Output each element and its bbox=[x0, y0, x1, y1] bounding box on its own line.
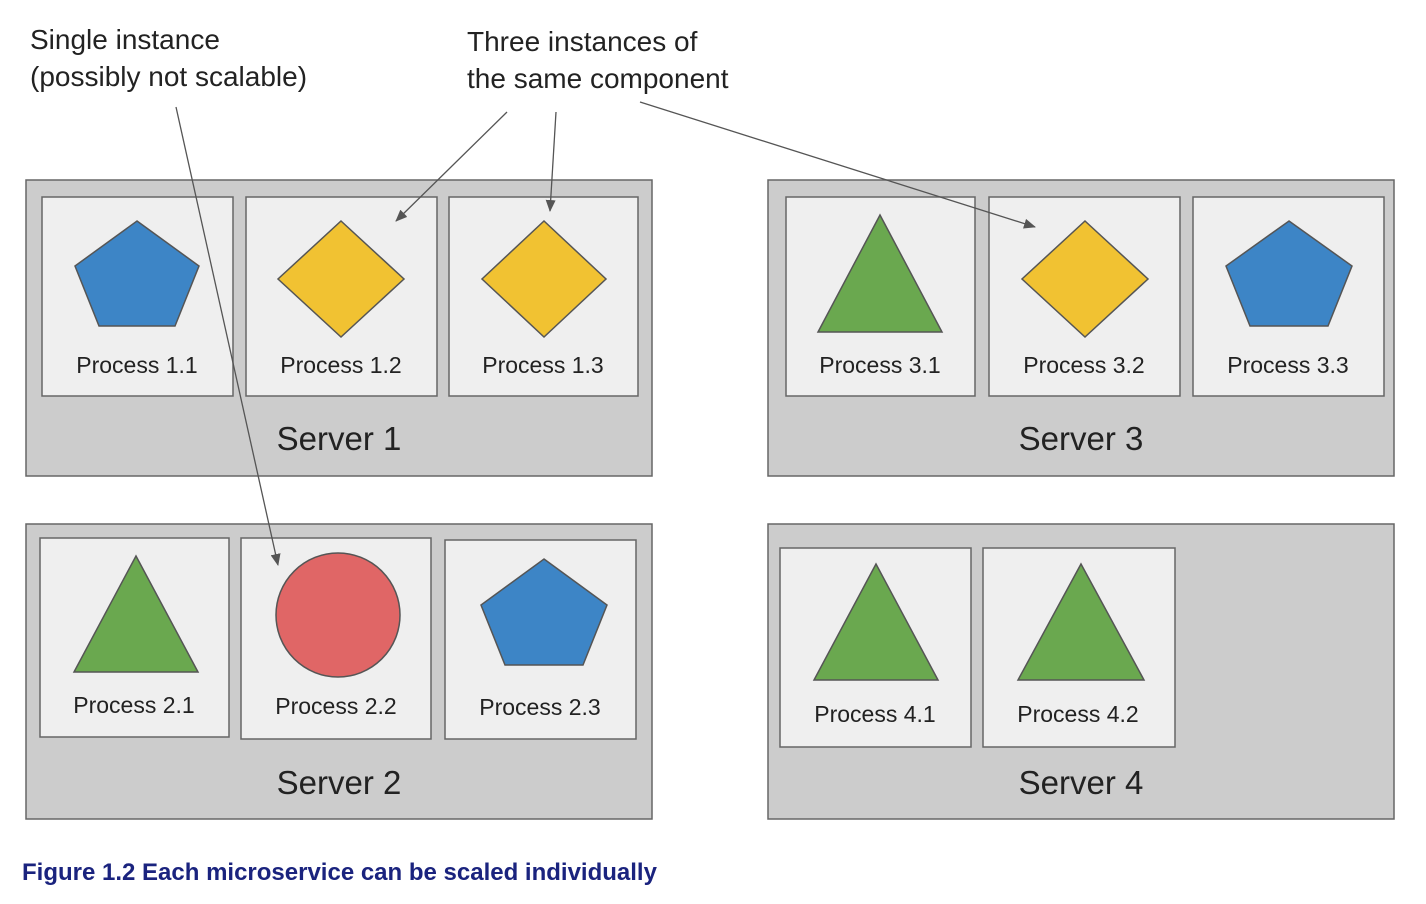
process-4-2: Process 4.2 bbox=[982, 547, 1176, 748]
server-2-label: Server 2 bbox=[277, 764, 402, 801]
process-4-2-label: Process 4.2 bbox=[1017, 701, 1138, 727]
pentagon-icon bbox=[74, 220, 200, 327]
triangle-icon bbox=[812, 562, 940, 681]
instance-arrow-2 bbox=[545, 111, 557, 212]
diamond-icon bbox=[480, 219, 608, 339]
process-3-1: Process 3.1 bbox=[785, 196, 976, 397]
server-3-label: Server 3 bbox=[1019, 420, 1144, 457]
single-instance-arrow bbox=[175, 106, 281, 566]
process-2-1: Process 2.1 bbox=[39, 537, 230, 738]
three-instances-note-line-2: the same component bbox=[467, 63, 729, 94]
process-2-1-label: Process 2.1 bbox=[73, 692, 194, 718]
triangle-icon bbox=[816, 213, 944, 333]
server-1-label: Server 1 bbox=[277, 420, 402, 457]
process-3-3-label: Process 3.3 bbox=[1227, 352, 1348, 378]
process-3-3: Process 3.3 bbox=[1192, 196, 1385, 397]
process-4-1: Process 4.1 bbox=[779, 547, 972, 748]
process-1-1: Process 1.1 bbox=[41, 196, 234, 397]
process-1-3-label: Process 1.3 bbox=[482, 352, 603, 378]
server-3: Server 3 Process 3.1 Process 3.2 Process… bbox=[767, 179, 1395, 477]
diamond-icon bbox=[276, 219, 406, 339]
process-2-2: Process 2.2 bbox=[240, 537, 432, 740]
triangle-icon bbox=[1016, 562, 1146, 681]
process-2-3-label: Process 2.3 bbox=[479, 694, 600, 720]
single-instance-note-line-1: Single instance bbox=[30, 24, 220, 55]
process-1-2: Process 1.2 bbox=[245, 196, 438, 397]
instance-arrow-1 bbox=[395, 111, 508, 222]
three-instances-note-line-1: Three instances of bbox=[467, 26, 698, 57]
pentagon-icon bbox=[480, 558, 608, 666]
process-3-2-label: Process 3.2 bbox=[1023, 352, 1144, 378]
triangle-icon bbox=[72, 554, 200, 673]
server-4: Server 4 Process 4.1 Process 4.2 bbox=[767, 523, 1395, 820]
process-3-1-label: Process 3.1 bbox=[819, 352, 940, 378]
process-4-1-label: Process 4.1 bbox=[814, 701, 935, 727]
process-1-3: Process 1.3 bbox=[448, 196, 639, 397]
process-1-1-label: Process 1.1 bbox=[76, 352, 197, 378]
three-instances-note: Three instances of the same component bbox=[467, 23, 729, 97]
figure-caption: Figure 1.2 Each microservice can be scal… bbox=[22, 859, 657, 886]
circle-icon bbox=[275, 552, 401, 678]
process-2-3: Process 2.3 bbox=[444, 539, 637, 740]
pentagon-icon bbox=[1225, 220, 1353, 327]
server-4-label: Server 4 bbox=[1019, 764, 1144, 801]
process-3-2: Process 3.2 bbox=[988, 196, 1181, 397]
instance-arrow-3 bbox=[639, 101, 1036, 229]
single-instance-note: Single instance (possibly not scalable) bbox=[30, 21, 307, 95]
server-1: Server 1 Process 1.1 Process 1.2 Process… bbox=[25, 179, 653, 477]
server-2: Server 2 Process 2.1 Process 2.2 Process… bbox=[25, 523, 653, 820]
process-2-2-label: Process 2.2 bbox=[275, 693, 396, 719]
diamond-icon bbox=[1020, 219, 1150, 339]
single-instance-note-line-2: (possibly not scalable) bbox=[30, 61, 308, 92]
process-1-2-label: Process 1.2 bbox=[280, 352, 401, 378]
